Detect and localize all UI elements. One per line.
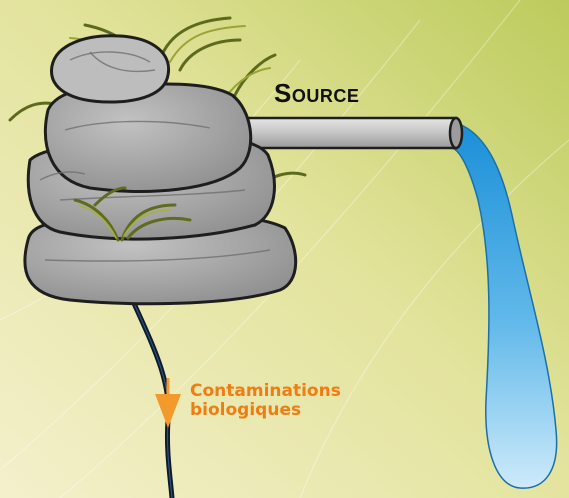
contamination-label: Contaminations biologiques bbox=[190, 382, 450, 420]
contamination-label-line1: Contaminations bbox=[190, 381, 341, 401]
source-label: Source bbox=[274, 78, 360, 108]
water-stream-icon bbox=[451, 121, 558, 489]
rock-upper bbox=[43, 82, 253, 193]
rock-pile-icon bbox=[23, 34, 298, 306]
down-arrow-icon bbox=[155, 378, 181, 428]
rock-top bbox=[50, 34, 171, 104]
pipe-icon bbox=[230, 116, 464, 150]
rock-shading bbox=[39, 51, 271, 262]
contamination-label-line2: biologiques bbox=[190, 400, 302, 420]
grass-front-light bbox=[79, 205, 171, 239]
